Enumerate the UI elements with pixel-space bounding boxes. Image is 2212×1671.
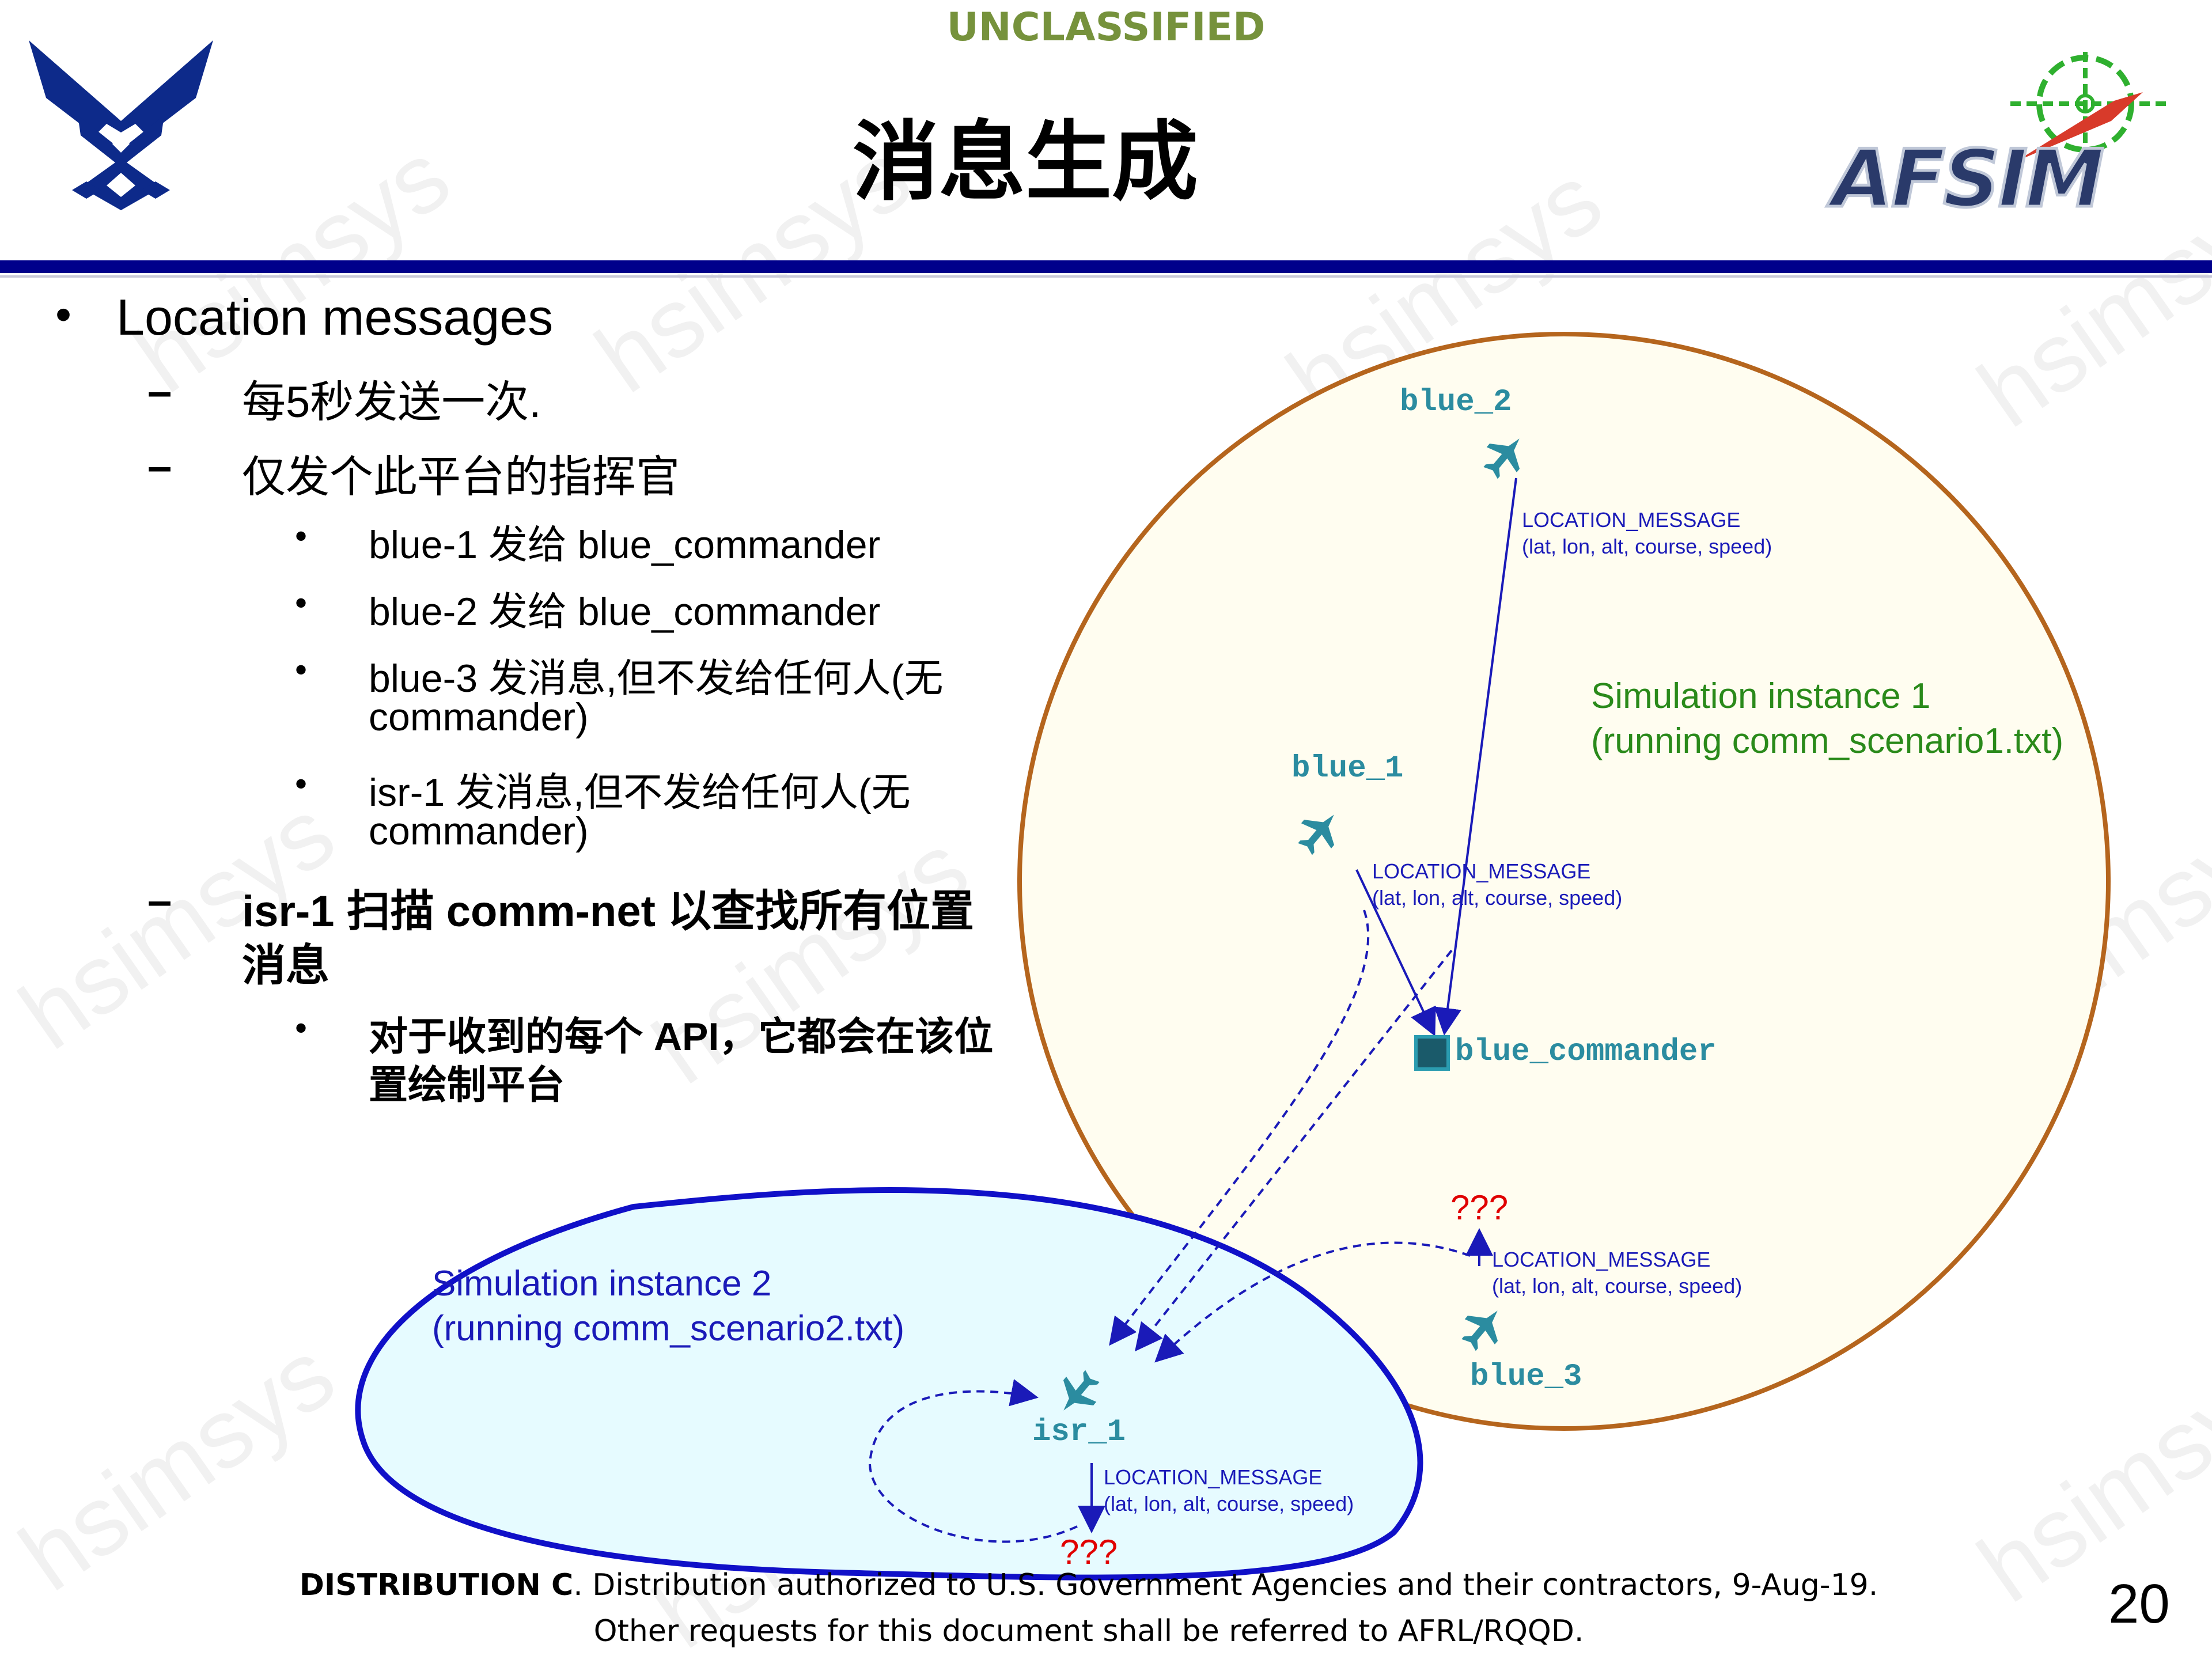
title-divider <box>0 260 2212 273</box>
bullet-item: blue-3 发消息,但不发给任何人(无 <box>369 657 944 700</box>
message-name: LOCATION_MESSAGE <box>1104 1465 1323 1489</box>
distribution-line-2: Other requests for this document shall b… <box>593 1614 1584 1649</box>
bullet-item: 对于收到的每个 API，它都会在该位 <box>369 1015 994 1059</box>
message-label-isr-1: LOCATION_MESSAGE (lat, lon, alt, course,… <box>1104 1464 1354 1517</box>
bullet-icon: • <box>295 517 308 555</box>
message-name: LOCATION_MESSAGE <box>1372 859 1591 883</box>
simulation-instance-2-boundary <box>355 1187 1423 1581</box>
bullet-item-continued: 置绘制平台 <box>369 1063 565 1107</box>
afsim-logo: AFSIM <box>1820 46 2177 227</box>
bullet-sub2: 仅发个此平台的指挥官 <box>242 453 680 502</box>
distribution-statement: DISTRIBUTION C. Distribution authorized … <box>0 1562 2177 1654</box>
bullet-item-continued: commander) <box>369 809 589 853</box>
message-label-blue-2: LOCATION_MESSAGE (lat, lon, alt, course,… <box>1522 507 1772 560</box>
bullet-item: isr-1 发消息,但不发给任何人(无 <box>369 771 911 814</box>
aircraft-isr-1-icon <box>1063 1370 1100 1411</box>
dash-icon: – <box>147 367 172 416</box>
blue-commander-icon <box>1414 1035 1450 1071</box>
title-divider-shadow <box>0 275 2212 278</box>
afsim-logo-text: AFSIM <box>1830 131 2105 227</box>
bullet-icon: • <box>295 1009 308 1047</box>
page-title: 消息生成 <box>852 112 1198 213</box>
bullet-item: blue-2 发给 blue_commander <box>369 590 881 634</box>
message-fields: (lat, lon, alt, course, speed) <box>1372 886 1623 910</box>
dash-icon: – <box>147 442 172 491</box>
message-name: LOCATION_MESSAGE <box>1522 508 1741 532</box>
bullet-icon: • <box>55 289 72 340</box>
bullet-item: blue-1 发给 blue_commander <box>369 523 881 567</box>
bullet-item-continued: commander) <box>369 695 589 739</box>
message-arrow-blue1-to-commander <box>1355 869 1436 1037</box>
page-number: 20 <box>2108 1573 2170 1635</box>
bullet-main: Location messages <box>116 289 554 346</box>
bullet-sub3-continued: 消息 <box>242 941 329 990</box>
simulation-instance-1-label: Simulation instance 1 (running comm_scen… <box>1591 674 2063 764</box>
aircraft-blue-1-icon <box>1298 814 1335 855</box>
message-arrow-blue2-to-commander <box>1434 478 1517 1036</box>
message-label-blue-1: LOCATION_MESSAGE (lat, lon, alt, course,… <box>1372 858 1622 911</box>
scan-arrow-blue1-to-isr1 <box>1109 910 1370 1346</box>
distribution-line-1: DISTRIBUTION C. Distribution authorized … <box>0 1562 2177 1608</box>
message-label-blue-3: LOCATION_MESSAGE (lat, lon, alt, course,… <box>1492 1246 1742 1299</box>
message-fields: (lat, lon, alt, course, speed) <box>1104 1492 1354 1515</box>
message-name: LOCATION_MESSAGE <box>1492 1248 1711 1271</box>
distribution-code: DISTRIBUTION C <box>299 1568 574 1602</box>
air-force-logo <box>29 40 213 210</box>
sim1-title: Simulation instance 1 <box>1591 676 1931 716</box>
simulation-instance-1-boundary <box>1017 332 2111 1431</box>
bullet-sub1: 每5秒发送一次. <box>242 378 541 427</box>
simulation-instance-2-label: Simulation instance 2 (running comm_scen… <box>432 1261 904 1351</box>
bullet-icon: • <box>295 764 308 803</box>
dash-icon: – <box>147 876 172 925</box>
distribution-text: . Distribution authorized to U.S. Govern… <box>573 1568 1878 1602</box>
scan-arrow-commander-to-isr1 <box>1135 949 1453 1352</box>
afsim-target-icon <box>2010 52 2166 161</box>
node-label-blue-1: blue_1 <box>1291 751 1404 786</box>
sim2-scenario: (running comm_scenario2.txt) <box>432 1309 905 1348</box>
aircraft-blue-3-icon <box>1461 1310 1498 1351</box>
unknown-recipient-label: ??? <box>1060 1533 1118 1571</box>
node-label-blue-3: blue_3 <box>1470 1359 1582 1395</box>
node-label-blue-commander: blue_commander <box>1455 1035 1717 1070</box>
node-label-isr-1: isr_1 <box>1032 1415 1126 1450</box>
message-fields: (lat, lon, alt, course, speed) <box>1522 535 1772 558</box>
aircraft-blue-2-icon <box>1483 438 1520 479</box>
classification-banner: UNCLASSIFIED <box>946 5 1266 50</box>
unknown-recipient-label: ??? <box>1450 1188 1509 1227</box>
scan-arrow-blue3-to-isr1 <box>1154 1241 1471 1363</box>
message-fields: (lat, lon, alt, course, speed) <box>1492 1274 1743 1298</box>
sim1-scenario: (running comm_scenario1.txt) <box>1591 721 2064 761</box>
bullet-icon: • <box>295 650 308 689</box>
sim2-title: Simulation instance 2 <box>432 1264 772 1304</box>
bullet-sub3: isr-1 扫描 comm-net 以查找所有位置 <box>242 887 975 936</box>
bullet-icon: • <box>295 583 308 622</box>
scan-arrow-isr1-self <box>868 1379 1078 1543</box>
node-label-blue-2: blue_2 <box>1400 385 1512 420</box>
